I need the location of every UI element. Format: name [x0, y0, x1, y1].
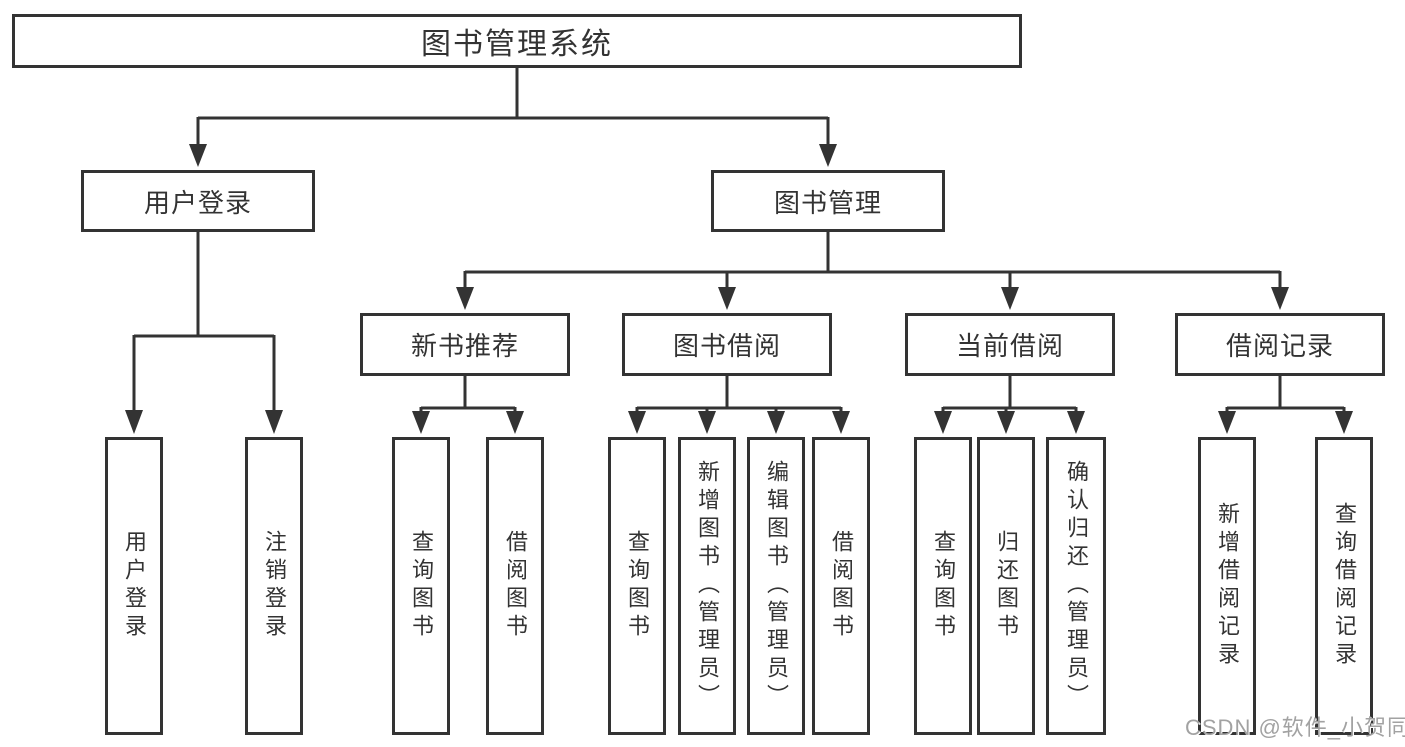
node-rec-borrow-book: 借阅图书: [486, 437, 544, 735]
node-cb-return-book-label: 归还图书: [994, 530, 1019, 642]
node-bb-edit-book: 编辑图书（管理员）: [747, 437, 805, 735]
node-bb-query-book-label: 查询图书: [625, 530, 650, 642]
node-root: 图书管理系统: [12, 14, 1022, 68]
node-cb-query-book: 查询图书: [914, 437, 972, 735]
edges-current-borrow: [934, 376, 1085, 434]
edges-new-book-rec: [412, 376, 524, 434]
node-cb-confirm-return: 确认归还（管理员）: [1046, 437, 1106, 735]
node-br-query-record-label: 查询借阅记录: [1332, 502, 1357, 670]
node-bb-borrow-book-label: 借阅图书: [829, 530, 854, 642]
node-bb-query-book: 查询图书: [608, 437, 666, 735]
edges-book-mgmt: [456, 232, 1289, 310]
node-user-login-group-label: 用户登录: [143, 187, 252, 218]
node-cb-query-book-label: 查询图书: [931, 530, 956, 642]
node-br-query-record: 查询借阅记录: [1315, 437, 1373, 735]
node-bb-add-book-label: 新增图书（管理员）: [695, 460, 720, 712]
node-book-mgmt: 图书管理: [711, 170, 945, 232]
node-book-mgmt-label: 图书管理: [773, 187, 882, 218]
node-logout: 注销登录: [245, 437, 303, 735]
node-bb-edit-book-label: 编辑图书（管理员）: [764, 460, 789, 712]
node-cb-confirm-return-label: 确认归还（管理员）: [1064, 460, 1089, 712]
node-rec-query-book: 查询图书: [392, 437, 450, 735]
node-user-login-group: 用户登录: [81, 170, 315, 232]
node-user-login: 用户登录: [105, 437, 163, 735]
node-borrow-records-label: 借阅记录: [1225, 331, 1334, 361]
node-rec-query-book-label: 查询图书: [409, 530, 434, 642]
node-br-add-record: 新增借阅记录: [1198, 437, 1256, 735]
node-book-borrow-label: 图书借阅: [672, 331, 781, 361]
node-rec-borrow-book-label: 借阅图书: [503, 530, 528, 642]
edges-user-login-group: [125, 232, 283, 434]
node-user-login-label: 用户登录: [122, 530, 147, 642]
node-bb-add-book: 新增图书（管理员）: [678, 437, 736, 735]
edges-book-borrow: [628, 376, 850, 434]
node-current-borrow: 当前借阅: [905, 313, 1115, 376]
node-book-borrow: 图书借阅: [622, 313, 832, 376]
node-current-borrow-label: 当前借阅: [955, 331, 1064, 361]
csdn-watermark: CSDN @软件_小贺同学: [1185, 715, 1405, 740]
node-cb-return-book: 归还图书: [977, 437, 1035, 735]
node-new-book-rec: 新书推荐: [360, 313, 570, 376]
node-logout-label: 注销登录: [262, 530, 287, 642]
node-br-add-record-label: 新增借阅记录: [1215, 502, 1240, 670]
node-new-book-rec-label: 新书推荐: [410, 331, 519, 361]
node-borrow-records: 借阅记录: [1175, 313, 1385, 376]
node-bb-borrow-book: 借阅图书: [812, 437, 870, 735]
edges-root: [189, 68, 837, 167]
node-root-label: 图书管理系统: [421, 28, 613, 61]
edges-borrow-records: [1218, 376, 1353, 434]
